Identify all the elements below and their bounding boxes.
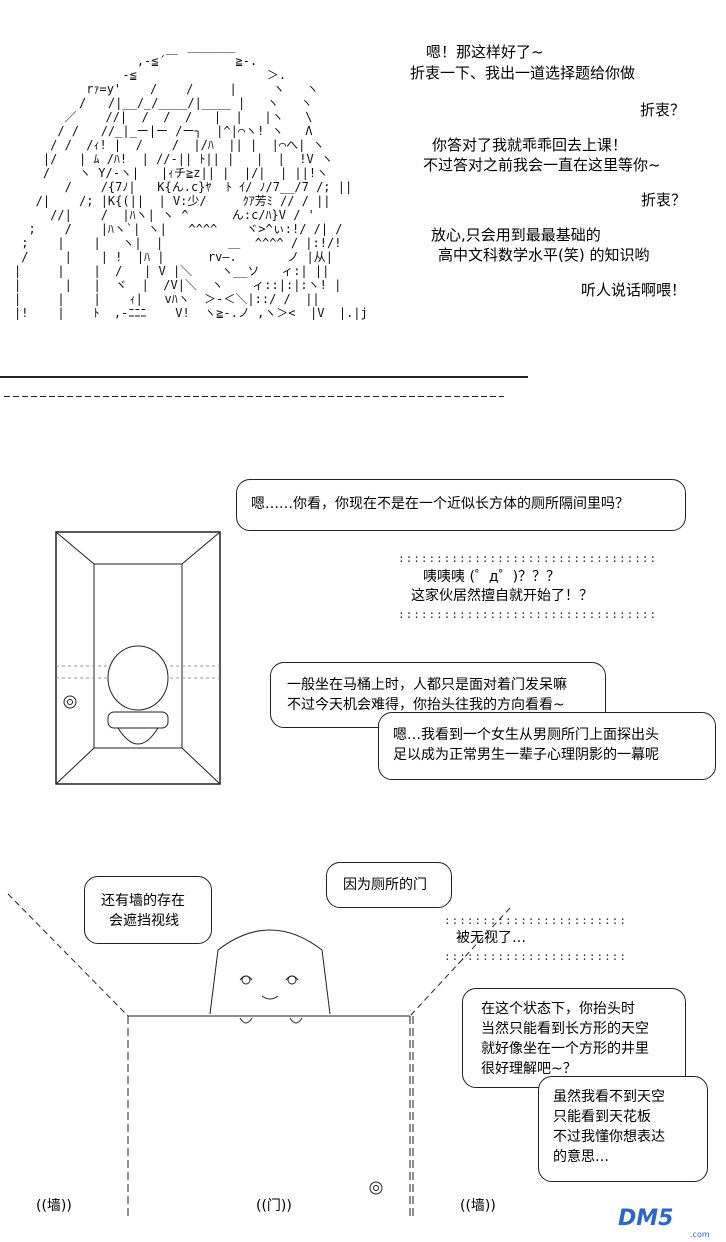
label-door: ((门)) — [256, 1198, 292, 1214]
bubble-text-2: 当然只能看到长方形的天空 — [481, 1021, 649, 1037]
bubble-text: 嗯……你看，你现在不是在一个近似长方体的厕所隔间里吗？ — [251, 496, 629, 512]
bubble-text-3: 不过我懂你想表达 — [553, 1129, 665, 1145]
ignored-text: 被无视了… — [456, 930, 526, 946]
line-3: 折衷？ — [640, 101, 686, 119]
line-2: 折衷一下、我出一道选择题给你做 — [410, 64, 636, 82]
bubble-text-1: 嗯…我看到一个女生从男厕所门上面探出头 — [393, 727, 659, 743]
speech-bubble-cubicle: 嗯……你看，你现在不是在一个近似长方体的厕所隔间里吗？ — [236, 479, 686, 531]
watermark-sub: .com — [690, 1230, 710, 1239]
bubble-text-1: 在这个状态下，你抬头时 — [481, 1001, 635, 1017]
ascii-art-girl-face: ＿＿＿＿ ,-≦´￣ ≧-. -≦ ＞. rｧ=y' / / | ヽ ヽ / /… — [14, 40, 368, 320]
toilet-stall-drawing — [55, 531, 221, 785]
speech-bubble-door: 因为厕所的门 — [326, 862, 452, 908]
speech-bubble-reply: 虽然我看不到天空 只能看到天花板 不过我懂你想表达 的意思… — [538, 1076, 708, 1182]
bubble-text-2: 足以成为正常男生一辈子心理阴影的一幕呢 — [393, 747, 659, 763]
label-wall-left: ((墙)) — [36, 1198, 72, 1214]
thought-line-2: 这家伙居然擅自就开始了！？ — [411, 588, 593, 604]
bubble-text-4: 很好理解吧~？ — [481, 1061, 577, 1077]
dotted-thought-frame-bottom: :::::::::::::::::::::::::::::::::: — [398, 608, 658, 621]
line-8: 高中文科数学水平(笑) 的知识哟 — [438, 246, 650, 264]
bubble-text-2: 会遮挡视线 — [109, 913, 179, 929]
panel-divider-solid — [0, 376, 528, 378]
speech-bubble-wall: 还有墙的存在 会遮挡视线 — [84, 876, 212, 944]
dotted-thought-frame: :::::::::::::::::::::::::::::::::: — [398, 552, 658, 565]
bubble-text-2: 只能看到天花板 — [553, 1109, 651, 1125]
watermark-logo: DM5 — [618, 1206, 674, 1231]
line-7: 放心,只会用到最最基础的 — [431, 226, 601, 244]
bubble-text-2: 不过今天机会难得，你抬头往我的方向看看~ — [287, 697, 565, 713]
thought-line-1: 咦咦咦 (゜д゜)？？？ — [423, 569, 561, 585]
bubble-text-1: 虽然我看不到天空 — [553, 1089, 665, 1105]
speech-bubble-explain: 在这个状态下，你抬头时 当然只能看到长方形的天空 就好像坐在一个方形的井里 很好… — [462, 988, 686, 1088]
line-6: 折衷？ — [641, 191, 687, 209]
bubble-text: 因为厕所的门 — [343, 877, 427, 893]
line-5: 不过答对之前我会一直在这里等你~ — [423, 156, 661, 174]
line-4: 你答对了我就乖乖回去上课！ — [432, 136, 628, 154]
bubble-text-3: 就好像坐在一个方形的井里 — [481, 1041, 649, 1057]
speech-bubble-girl-peek: 嗯…我看到一个女生从男厕所门上面探出头 足以成为正常男生一辈子心理阴影的一幕呢 — [378, 712, 716, 780]
label-wall-right: ((墙)) — [460, 1198, 496, 1214]
dotted-frame-ignored: :::::::::::::::::::::::: — [444, 914, 627, 927]
stall-walls-drawing — [7, 893, 511, 1216]
bubble-text-1: 还有墙的存在 — [101, 893, 185, 909]
dotted-frame-ignored-bottom: :::::::::::::::::::::::: — [444, 950, 627, 963]
line-1: 嗯！那这样好了~ — [426, 43, 544, 61]
bubble-text-1: 一般坐在马桶上时，人都只是面对着门发呆嘛 — [287, 677, 567, 693]
panel-divider-dashed — [4, 396, 504, 397]
line-9: 听人说话啊喂！ — [581, 281, 687, 299]
bubble-text-4: 的意思… — [553, 1149, 609, 1165]
